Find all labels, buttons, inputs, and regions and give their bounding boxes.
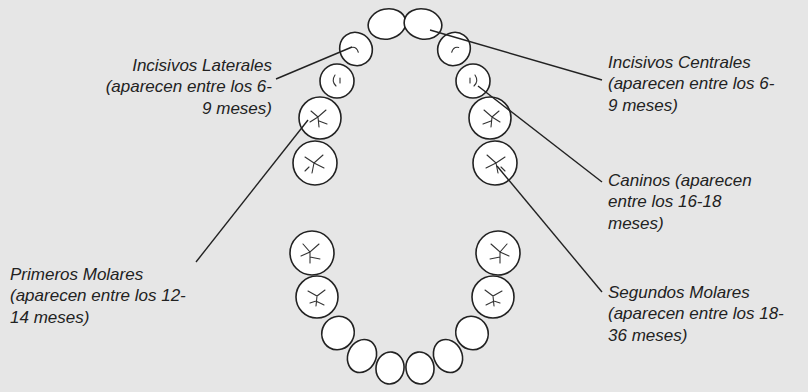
callout-label: Incisivos Centrales (aparecen entre los …: [608, 52, 778, 116]
lower-central-incisor: [374, 350, 406, 386]
upper-second-molar: [293, 141, 337, 185]
upper-first-molar: [469, 97, 511, 139]
lower-central-incisor: [404, 350, 436, 386]
upper-first-molar: [299, 97, 341, 139]
callout-label: Incisivos Laterales (aparecen entre los …: [102, 55, 272, 119]
lower-second-molar: [290, 231, 334, 275]
leader-line: [430, 30, 602, 80]
upper-canine: [456, 64, 490, 98]
upper-central-incisor: [401, 5, 444, 42]
leader-line: [196, 120, 308, 262]
upper-canine: [320, 64, 354, 98]
upper-second-molar: [473, 141, 517, 185]
upper-central-incisor: [365, 5, 408, 42]
callout-label: Segundos Molares (aparecen entre los 18-…: [608, 282, 798, 346]
leader-line: [478, 86, 602, 182]
lower-first-molar: [296, 276, 338, 318]
leader-line: [276, 47, 352, 79]
lower-first-molar: [472, 276, 514, 318]
callout-label: Caninos (aparecen entre los 16-18 meses): [608, 170, 753, 234]
callout-label: Primeros Molares (aparecen entre los 12-…: [10, 264, 190, 328]
leader-line: [497, 166, 602, 292]
lower-second-molar: [476, 231, 520, 275]
